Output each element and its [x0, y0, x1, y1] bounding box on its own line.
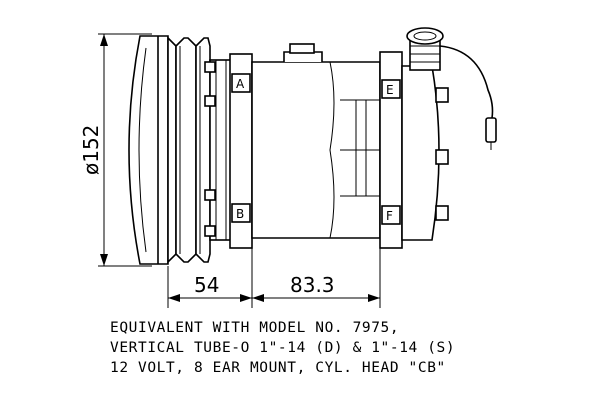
caption-line-3: 12 VOLT, 8 EAR MOUNT, CYL. HEAD "CB": [110, 360, 446, 376]
compressor-body: [251, 43, 381, 239]
flange-label-e: E: [386, 83, 394, 97]
pulley-width-label: 54: [194, 273, 219, 297]
caption-line-1: EQUIVALENT WITH MODEL NO. 7975,: [110, 320, 400, 336]
length-dimensions: 54 83.3: [167, 248, 381, 308]
front-flange: A B: [229, 53, 253, 249]
flange-label-f: F: [386, 209, 393, 223]
flange-label-b: B: [236, 207, 244, 221]
diameter-label: ø152: [79, 125, 103, 175]
vertical-tube-fitting: [406, 27, 444, 71]
clutch-pulley: [128, 35, 233, 265]
specification-caption: EQUIVALENT WITH MODEL NO. 7975, VERTICAL…: [110, 318, 590, 378]
flange-label-a: A: [236, 77, 245, 91]
diameter-dimension: ø152: [79, 33, 152, 267]
body-length-label: 83.3: [290, 273, 335, 297]
rear-flange: E F: [379, 51, 403, 249]
caption-line-2: VERTICAL TUBE-O 1"-14 (D) & 1"-14 (S): [110, 340, 456, 356]
cylinder-head: [401, 65, 449, 241]
clutch-wire: [439, 45, 497, 150]
